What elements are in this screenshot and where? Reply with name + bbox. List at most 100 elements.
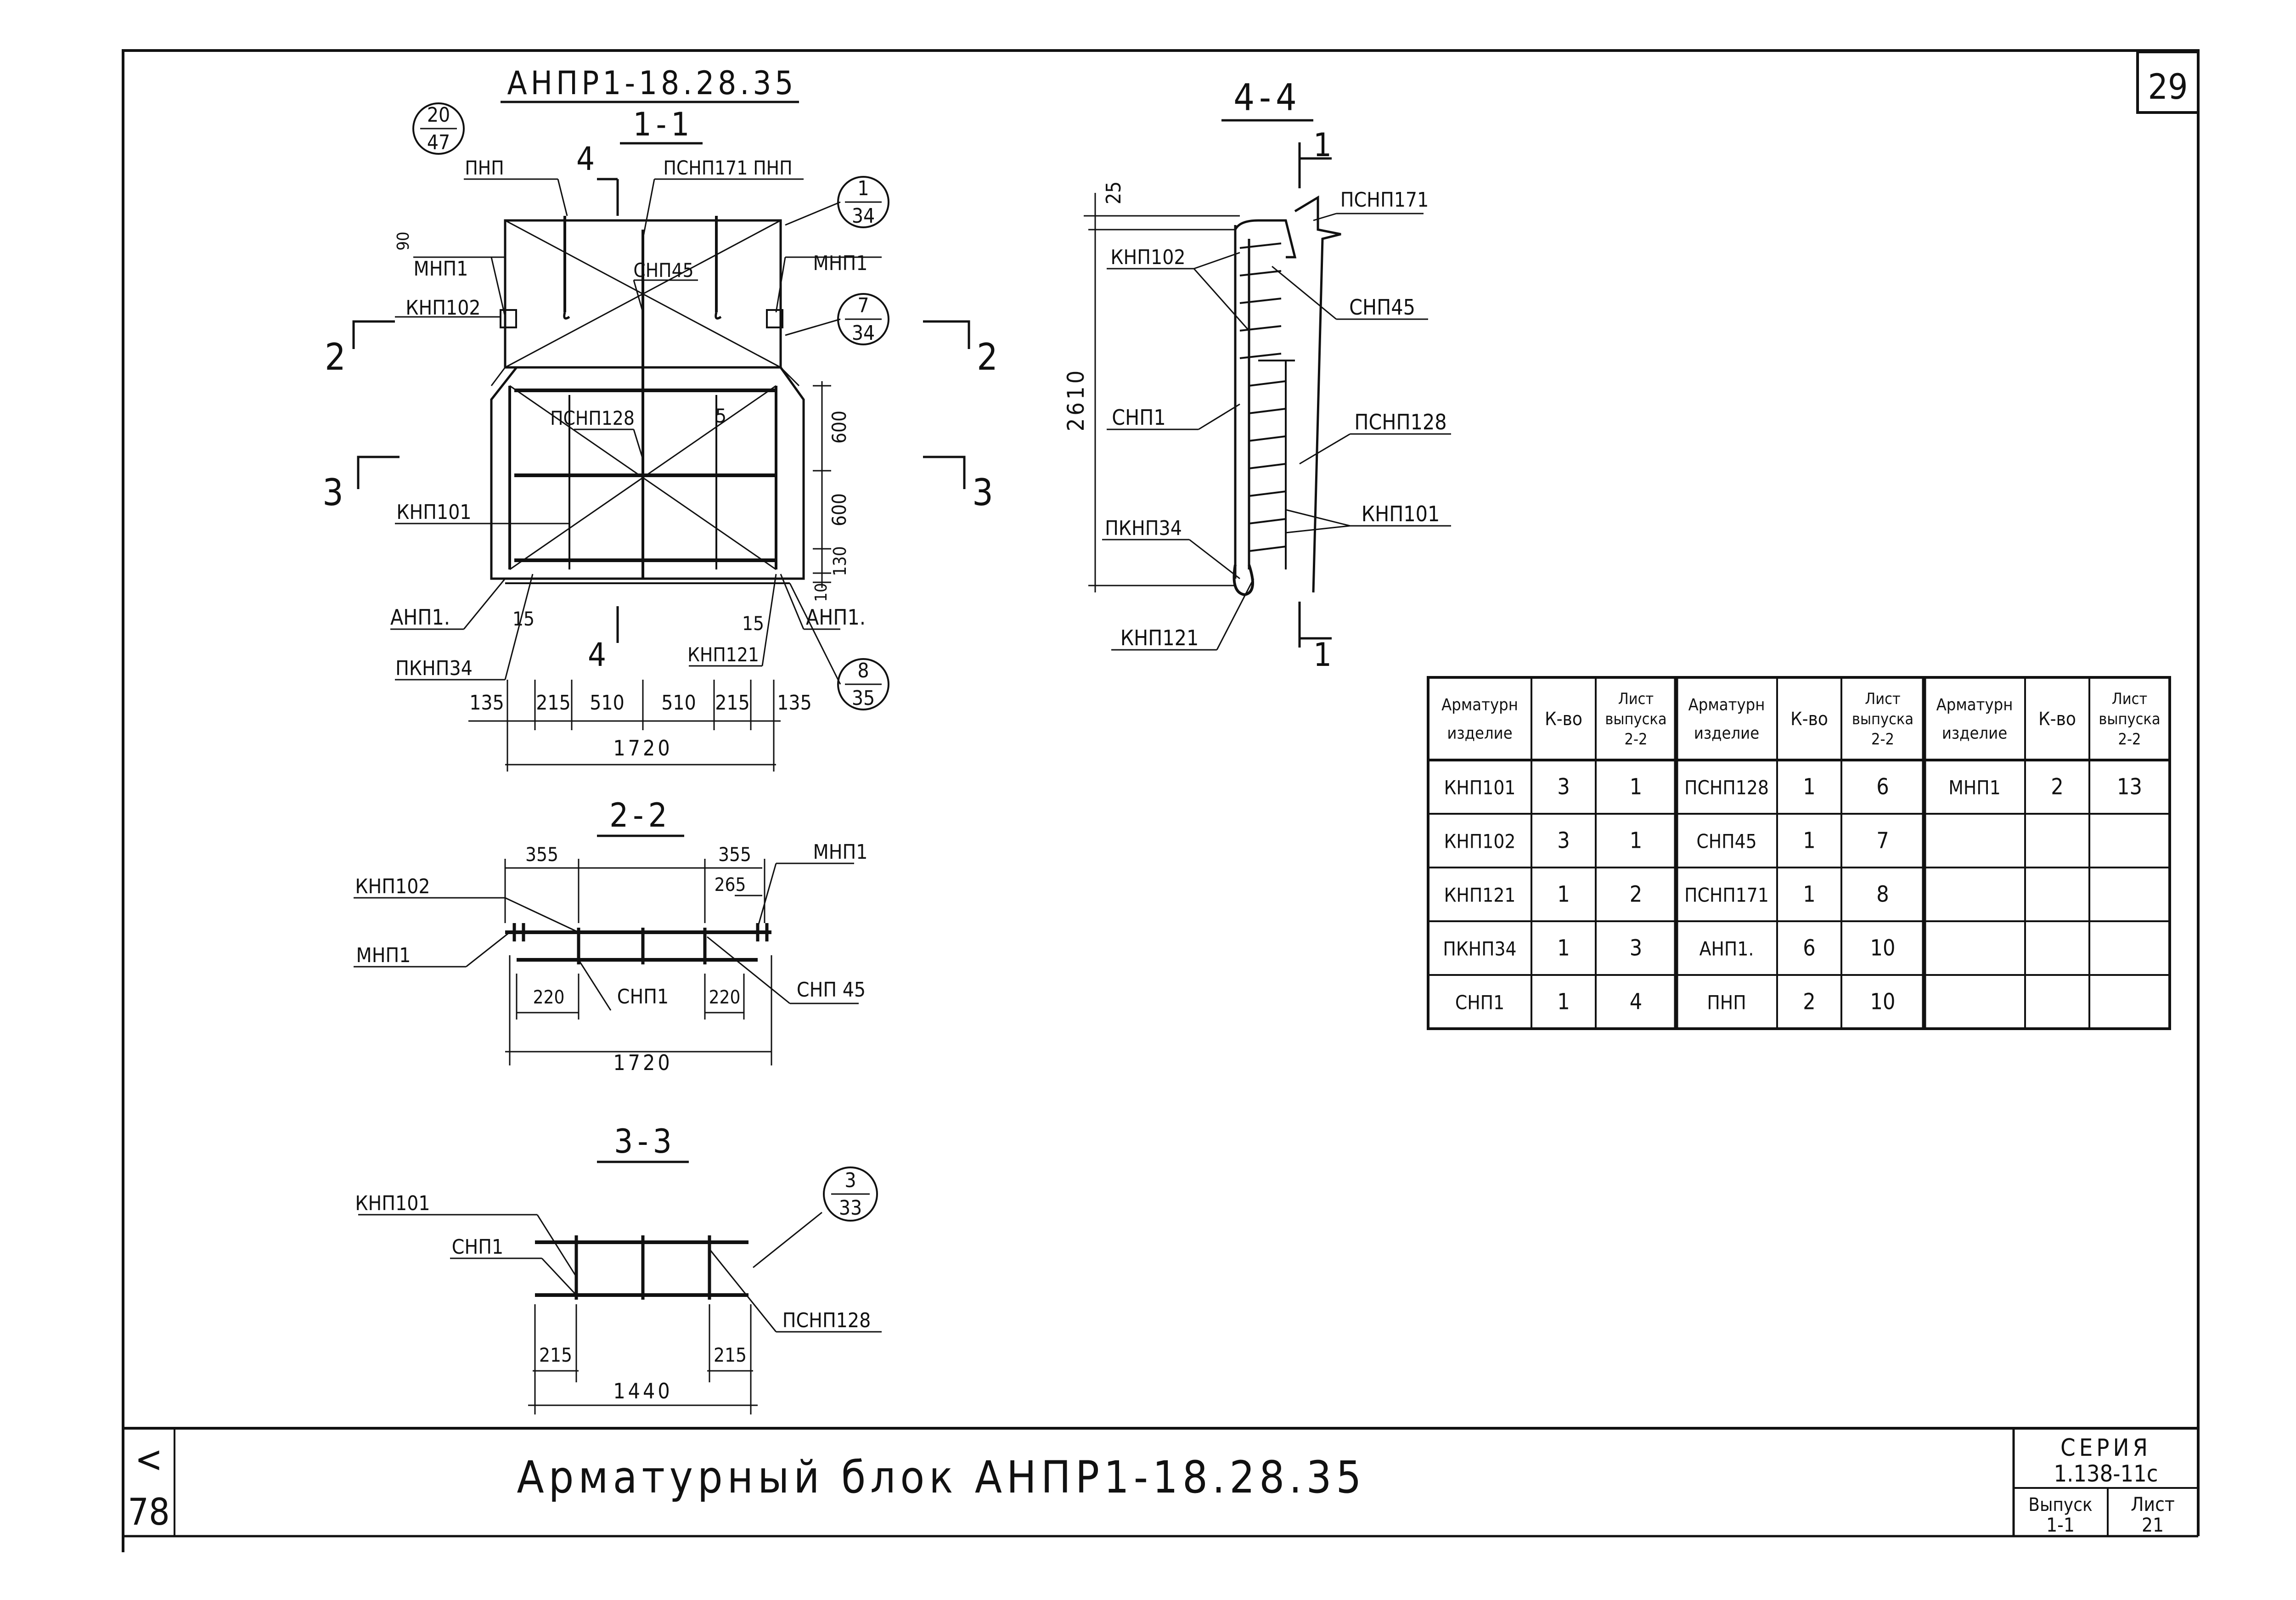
dim-25: 25 [1102,181,1125,204]
dim-600-top: 600 [828,411,850,444]
ref-num: 3 [844,1169,856,1192]
table-cell: 10 [1870,989,1896,1015]
label-snp45: СНП45 [633,259,693,282]
section-title: 1-1 [633,106,694,143]
table-cell: 1 [1557,882,1570,907]
table-cell: АНП1. [1699,938,1754,960]
table-cell: КНП121 [1444,884,1516,907]
ref-top-num: 20 [427,103,450,127]
table-cell: КНП101 [1444,777,1516,799]
dim-355-left: 355 [525,843,558,866]
table-cell: 1 [1803,882,1815,907]
ref-r2-num: 7 [857,294,869,317]
table-cell: 6 [1803,935,1815,961]
label-psnp128: ПСНП128 [1354,410,1446,434]
table-cell: 1 [1803,774,1815,800]
cut-4-top: 4 [576,140,595,178]
ref-r1-num: 1 [857,177,869,200]
label-knp121: КНП121 [687,643,759,666]
dim-bottom-2: 215 [536,691,571,715]
ref-sheet: 33 [839,1196,862,1220]
label-mnp1-right: МНП1 [813,840,868,864]
dim-355-right: 355 [718,843,751,866]
table-header-text: Арматурн [1936,696,2013,715]
dim-overall: 1440 [613,1379,672,1403]
sheet-frame [122,49,2200,1552]
label-knp101: КНП101 [355,1192,430,1215]
table-header-text: Арматурн [1688,696,1765,715]
label-knp121: КНП121 [1120,625,1199,650]
table-cell: СНП45 [1696,830,1756,853]
table-cell: 1 [1557,989,1570,1015]
table-cell: 8 [1876,882,1889,907]
dim-220-left: 220 [533,987,565,1008]
table-cell: 2 [1803,989,1815,1015]
dim-10: 10 [812,583,831,602]
block-title: Арматурный блок АНПР1-18.28.35 [517,1452,1366,1503]
cut-1-bottom: 1 [1313,636,1332,674]
table-header-text: К-во [1790,709,1828,730]
ref-r1-sheet: 34 [852,204,875,228]
margin-mark-arrow: < [135,1438,163,1481]
label-snp1: СНП1 [617,985,669,1008]
table-cell: ПСНП171 [1684,884,1769,907]
series-value: 1.138-11с [2054,1460,2158,1487]
specification-table: АрматурнизделиеК-воЛиствыпуска2-2Арматур… [1427,676,2171,1030]
issue-value: 1-1 [2046,1514,2075,1536]
table-header-text: Лист [2112,690,2148,708]
table-header-text: 2-2 [1871,730,1894,749]
section-title: 3-3 [614,1122,676,1161]
table-cell: 1 [1630,774,1642,800]
table-header-text: выпуска [1852,710,1913,728]
label-psnp171-pnp: ПСНП171 ПНП [663,157,792,179]
table-cell: 7 [1876,828,1889,854]
table-header-text: К-во [1545,709,1582,730]
dim-15-right: 15 [742,612,764,635]
table-header-text: выпуска [1605,710,1666,728]
dim-2610: 2610 [1063,368,1089,431]
dim-overall: 1720 [613,1050,672,1075]
table-cell: 2 [1630,882,1642,907]
dim-15-left: 15 [512,608,535,630]
label-pknp34: ПКНП34 [395,657,473,680]
cut-3-right: 3 [972,471,993,514]
ref-r3-sheet: 35 [852,687,875,710]
section-2-2: 2-2 [354,796,867,1075]
table-header-text: 2-2 [1625,730,1648,749]
dim-bottom-3: 510 [590,691,625,715]
label-snp45: СНП 45 [797,978,866,1002]
table-header-text: К-во [2038,709,2076,730]
label-knp102: КНП102 [405,296,480,320]
section-1-1: АНПР1-18.28.35 1-1 [322,64,998,772]
list-label: Лист [2131,1493,2175,1515]
label-psnp128: ПСНП128 [550,407,635,429]
table-cell: 6 [1876,774,1889,800]
dim-215-right: 215 [714,1344,747,1366]
margin-mark-number: 78 [128,1491,170,1533]
table-header-text: Лист [1618,690,1654,708]
table-header-text: выпуска [2099,710,2160,728]
list-value: 21 [2142,1514,2164,1536]
dim-600-mid: 600 [828,493,850,526]
label-knp102: КНП102 [355,875,430,898]
label-knp101: КНП101 [1362,501,1440,526]
section-3-3: 3-3 3 33 КНП101 СНП1 ПСНП128 215 [355,1122,882,1414]
ref-r2-sheet: 34 [852,321,875,345]
table-cell: 2 [2051,774,2063,800]
cut-2-right: 2 [977,336,998,378]
dim-90: 90 [394,231,413,250]
cut-1-top: 1 [1313,126,1332,164]
issue-label: Выпуск [2028,1494,2092,1515]
sheet-number: 29 [2148,66,2188,107]
label-knp102: КНП102 [1110,246,1185,269]
cut-3-left: 3 [322,471,343,514]
dim-5: 5 [715,405,726,427]
table-frame [1427,676,2171,1030]
section-4-4: 4-4 25 2610 [1063,76,1451,674]
label-knp101: КНП101 [396,501,471,524]
table-cell: 13 [2117,774,2142,800]
label-psnp171: ПСНП171 [1340,188,1429,212]
table-cell: ПКНП34 [1443,938,1516,960]
section-title: 2-2 [609,796,672,834]
